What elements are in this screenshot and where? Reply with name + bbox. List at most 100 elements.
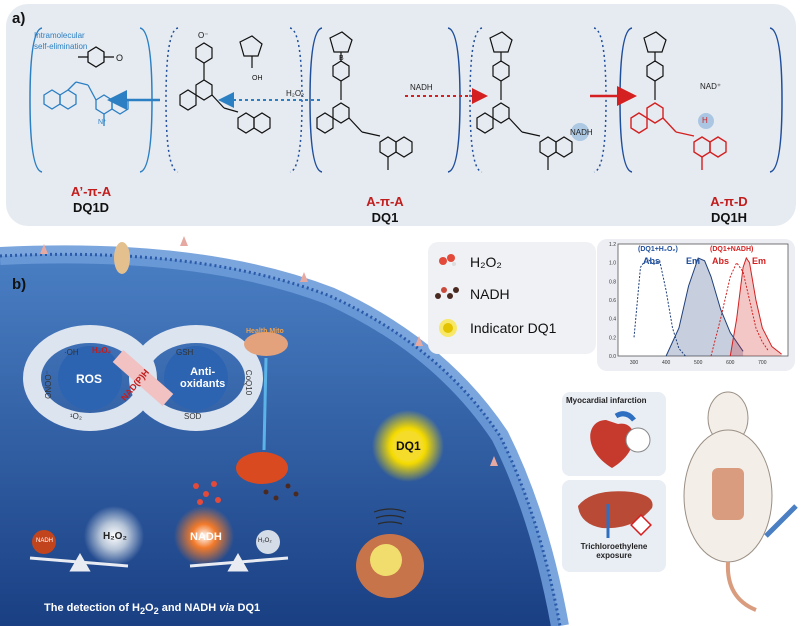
legend-indicator-text: Indicator DQ1 [470,320,557,336]
footer-mid1: O [145,602,154,614]
syringe-icon [764,504,798,538]
nadh-hydride-bubble [571,123,589,141]
h2o2-arrow-label: H₂O₂ [286,89,305,98]
surgical-opening [712,468,744,520]
golgi-apparatus [373,508,407,525]
dq1-name: DQ1 [371,210,399,225]
hydrogen-bubble [698,113,714,129]
bracket-dq1-left [309,27,323,173]
annot-group2: (DQ1+NADH) [710,246,754,253]
h2o2-large-sphere [84,506,144,566]
antioxidant-item-sod: SOD [184,412,202,421]
y-tick-label: 1.2 [609,242,616,248]
nadh-large-sphere [174,506,234,566]
trichloroethylene-title: Trichloroethylene exposure [580,542,648,560]
oxygen-label: O [116,53,123,63]
self-elimination-line2: self-elimination [34,42,88,51]
antioxidant-item-gsh: GSH [176,348,194,357]
antioxidant-item-coq10: CoQ10 [244,369,254,396]
scale-left-light-label: NADH [36,538,54,544]
x-tick-label: 700 [758,360,767,366]
panel-b-label: b) [12,276,27,293]
legend-h2o2-icon [438,252,458,273]
damaged-mitochondrion [236,452,288,484]
boron-label-dq1: B [339,55,344,62]
panel-b-cell-illustration [0,236,569,626]
series-1-fill [666,258,744,356]
footer-mid2: and NADH [158,602,220,614]
series-2-line [710,261,770,357]
channel-protein [114,242,130,274]
annot-group1-em: Em [686,256,701,266]
footer-suffix: DQ1 [234,602,261,614]
dq1-indicator-sphere [393,431,423,461]
self-elimination-annotation: Intramolecular self-elimination [34,30,126,52]
annot-group1-abs: Abs [643,256,661,266]
x-tick-label: 500 [694,360,703,366]
bracket-dq1d-left [29,27,43,173]
legend-nadh-icon [434,284,462,307]
dq1h-boronate [643,31,667,100]
x-tick-label: 400 [662,360,671,366]
n-plus-label: N⁺ [98,119,107,126]
scale-right-light-label: H₂O₂ [258,538,272,544]
intermediate1-structure [179,35,271,134]
panel-a-label: a) [12,10,26,27]
bracket-dq1-right [447,27,461,173]
footer-prefix: The detection of H [44,602,140,614]
series-0-line [633,257,686,357]
nucleolus [370,544,402,576]
x-tick-label: 600 [726,360,735,366]
annot-group2-abs: Abs [712,256,730,266]
x-tick-label: 300 [630,360,639,366]
footer-sub2: 2 [153,606,159,617]
dq1d-structure [43,81,129,126]
antioxidants-title: Anti- oxidants [180,366,226,390]
mouse-tail [725,561,757,612]
nadh-small-sphere [32,530,56,554]
dq1d-type: A’-π-A [70,184,112,199]
membrane-receptors [40,236,498,466]
ros-item-oh: ·OH [64,348,79,357]
y-tick-label: 0.4 [609,317,616,323]
panel-a-schematic: O N⁺ O⁻ OH B [29,27,783,173]
dq1h-name: DQ1H [710,210,748,225]
nadh-arrow-label: NADH [410,83,433,92]
nadh-on-molecule-label: NADH [570,128,593,137]
ros-title: ROS [76,372,103,386]
bracket-intermediate2-left [469,27,483,173]
series-1-line [665,257,744,357]
h2o2-molecule-cluster [193,481,221,505]
y-tick-label: 0.8 [609,279,616,285]
balance-scale-left [29,552,129,572]
y-tick-label: 0.6 [609,298,616,304]
legend-h2o2-text: H₂O₂ [470,254,502,270]
dq1d-name: DQ1D [72,200,110,215]
annot-group1: (DQ1+H₂O₂) [638,246,678,253]
dq1h-type: A-π-D [710,194,748,209]
myocardial-infarction-title: Myocardial infarction [566,396,647,405]
legend-nadh-text: NADH [470,286,510,302]
phenolate-o-label: O⁻ [198,31,208,40]
bracket-intermediate2-right [593,27,607,173]
cycle-h2o2-label: H₂O₂ [92,346,112,355]
mouse-illustration [683,391,798,612]
nad-plus-label: NAD⁺ [700,82,722,91]
scale-left-heavy-label: H₂O₂ [103,531,127,542]
quinone-methide-structure [78,46,114,68]
membrane-lipid-heads [0,252,562,626]
series-3-fill [730,258,782,356]
h-label: H [702,116,708,125]
dq1-structure [316,31,413,170]
liver-icon [578,491,653,538]
healthy-mitochondrion [244,332,288,356]
self-elimination-line1: Intramolecular [34,31,85,40]
bracket-intermediate1-left [165,27,179,173]
mito-transition-arrow [262,357,268,451]
y-tick-label: 0.0 [609,354,616,360]
legend-box: H₂O₂ NADH Indicator DQ1 [428,242,596,354]
trichloroethylene-card: Trichloroethylene exposure [562,480,666,572]
panel-b-footer: The detection of H2O2 and NADH via DQ1 [44,602,260,616]
ros-antioxidant-cycle [23,325,263,431]
